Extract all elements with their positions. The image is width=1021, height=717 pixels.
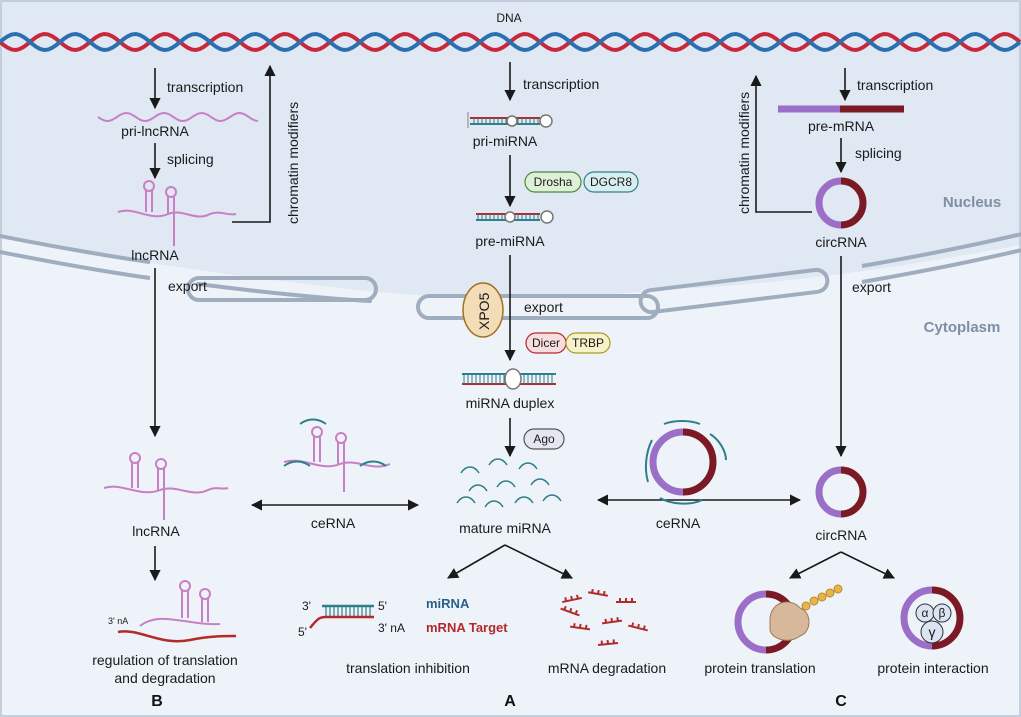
gamma-subunit [920,620,944,644]
chromatin-arrow-b [232,64,276,223]
nucleus-label: Nucleus [943,194,1001,211]
nucleus-background [0,0,1021,298]
cytoplasm-label: Cytoplasm [924,319,1001,336]
mirna-target-binding [309,604,374,629]
lncrna-mrna-complex [117,580,237,643]
export-label-a: export [524,299,563,315]
transcription-label-a: transcription [523,76,599,92]
circrna-nucleus-label: circRNA [815,234,867,250]
panel-c-label: C [835,693,847,710]
mature-mirna-cluster [456,458,562,508]
dgcr8-label: DGCR8 [590,175,632,189]
regulation-label-line2: and degradation [114,670,215,686]
inhibition-arrow [447,544,506,579]
regulation-label-line1: regulation of translation [92,652,238,668]
lncrna-structure-nucleus [117,180,237,246]
degraded-mrna-fragments [560,588,648,647]
degradation-arrow [504,544,574,579]
splicing-label-c: splicing [855,145,902,161]
chromatin-arrow-c [750,74,812,213]
pri-mirna-label: pri-miRNA [473,133,538,149]
trbp-badge [565,332,611,354]
panel-a-label: A [504,693,516,710]
translation-arrow-c [789,551,842,579]
interaction-arrow-c [840,551,896,579]
export-label-c: export [852,279,891,295]
mirna-legend-label: miRNA [426,596,470,611]
lncrna-nucleus-label: lncRNA [131,247,179,263]
transcription-label-b: transcription [167,79,243,95]
export-label-b: export [168,278,207,294]
panel-b-label: B [151,693,163,710]
drosha-label: Drosha [534,175,573,189]
gamma-label: γ [929,624,936,640]
transcription-label-c: transcription [857,77,933,93]
dna-helix [0,31,1021,53]
pre-mirna-label: pre-miRNA [475,233,545,249]
lncrna-structure-cytoplasm [103,452,229,520]
pre-mirna-hairpin [476,210,554,224]
circrna-interaction-shape [900,586,964,650]
circrna-nucleus-ring [815,177,867,229]
ago-badge [523,428,565,450]
circrna-cytoplasm-label: circRNA [815,527,867,543]
protein-interaction-label: protein interaction [877,660,988,676]
xpo5-label: XPO5 [476,292,492,330]
chromatin-modifiers-label-b: chromatin modifiers [285,102,301,224]
drosha-badge [524,171,582,193]
three-prime-top-label: 3' [302,599,311,613]
xpo5-badge [462,282,504,338]
beta-label: β [939,606,946,620]
protein-translation-label: protein translation [704,660,815,676]
three-prime-na-small-label: 3' nA [108,616,128,626]
circrna-sponge [644,420,727,505]
beta-subunit [932,603,952,623]
three-prime-na-label: 3' nA [378,621,405,635]
cerna-right-label: ceRNA [656,515,701,531]
nuclear-membrane [0,232,1021,320]
ago-label: Ago [533,432,555,446]
mrna-degradation-label: mRNA degradation [548,660,666,676]
circrna-translation-shape [734,584,843,654]
mature-mirna-label: mature miRNA [459,520,551,536]
chromatin-modifiers-label-c: chromatin modifiers [736,92,752,214]
dna-label: DNA [496,11,521,25]
alpha-label: α [922,606,929,620]
five-prime-bottom-label: 5' [298,625,307,639]
pri-mirna-hairpin [467,112,553,128]
lncrna-sponge [283,418,391,492]
mrna-target-legend-label: mRNA Target [426,620,508,635]
trbp-label: TRBP [572,336,604,350]
mirna-duplex-label: miRNA duplex [466,395,555,411]
dicer-label: Dicer [532,336,560,350]
cerna-left-label: ceRNA [311,515,356,531]
lncrna-cytoplasm-label: lncRNA [132,523,180,539]
translation-inhibition-label: translation inhibition [346,660,470,676]
circrna-cytoplasm-ring [815,466,867,518]
pri-lncrna-wave [97,111,259,123]
pre-mrna-label: pre-mRNA [808,118,875,134]
splicing-label-b: splicing [167,151,214,167]
dgcr8-badge [583,171,639,193]
pri-lncrna-label: pri-lncRNA [121,123,189,139]
mirna-duplex-shape [462,368,556,390]
five-prime-top-label: 5' [378,599,387,613]
